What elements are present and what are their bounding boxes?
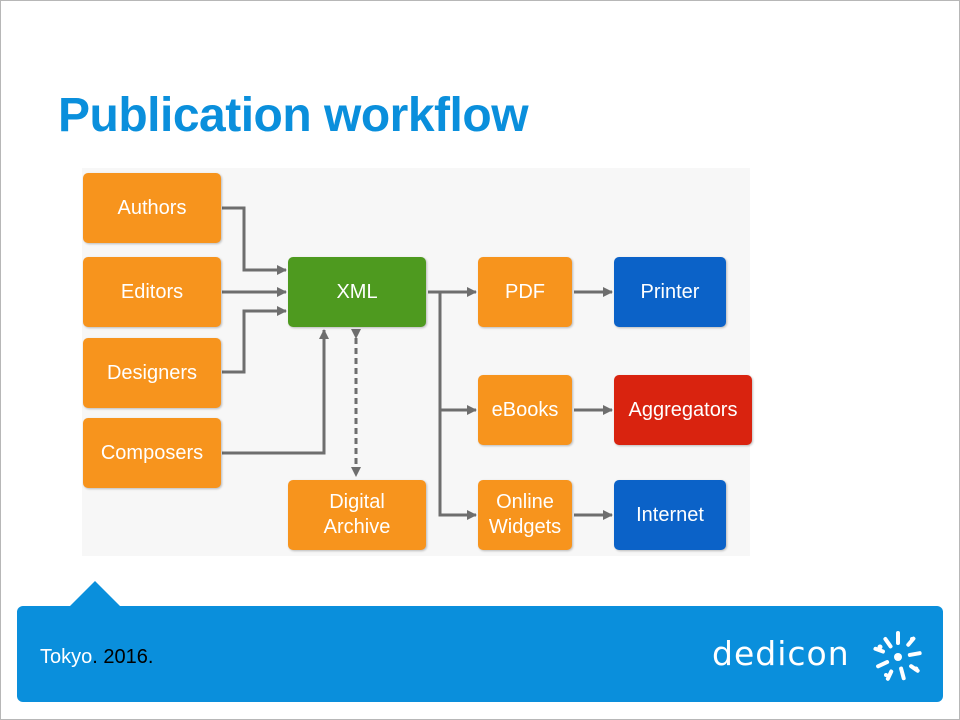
node-authors: Authors [83,173,221,243]
node-pdf-label: PDF [505,280,545,303]
node-composers: Composers [83,418,221,488]
footer-dot-2: . [147,646,154,668]
node-authors-label: Authors [117,196,187,219]
dedicon-logo-icon [873,631,922,681]
node-xml-label: XML [336,280,378,303]
arrow-composers-xml [222,329,329,455]
node-xml: XML [288,257,426,327]
slide-title: Publication workflow [58,89,529,142]
brand-name: dedicon [712,634,850,673]
footer-location-year: Tokyo. 2016. [40,646,153,669]
arrow-authors-xml [222,206,287,275]
node-printer-label: Printer [640,280,700,303]
arrow-xml-widgets [438,410,477,520]
node-online-widgets-label: Online Widgets [488,491,562,538]
node-pdf: PDF [478,257,572,327]
node-ebooks: eBooks [478,375,572,445]
node-editors-label: Editors [120,280,184,303]
node-editors: Editors [83,257,221,327]
node-designers-label: Designers [106,361,198,384]
node-aggregators-label: Aggregators [628,398,738,421]
footer-bar [17,606,943,702]
footer-location: Tokyo [40,646,93,668]
footer-notch [69,581,121,607]
node-digital-archive: Digital Archive [288,480,426,550]
footer-year: 2016 [103,646,148,668]
footer-dot-1: . [92,646,104,668]
node-designers: Designers [83,338,221,408]
arrow-xml-ebooks [438,292,477,415]
node-printer: Printer [614,257,726,327]
node-composers-label: Composers [100,441,204,464]
node-online-widgets: Online Widgets [478,480,572,550]
node-aggregators: Aggregators [614,375,752,445]
node-ebooks-label: eBooks [491,398,559,421]
node-internet: Internet [614,480,726,550]
arrow-designers-xml [222,306,287,374]
node-internet-label: Internet [636,503,704,526]
node-digital-archive-label: Digital Archive [323,491,391,538]
